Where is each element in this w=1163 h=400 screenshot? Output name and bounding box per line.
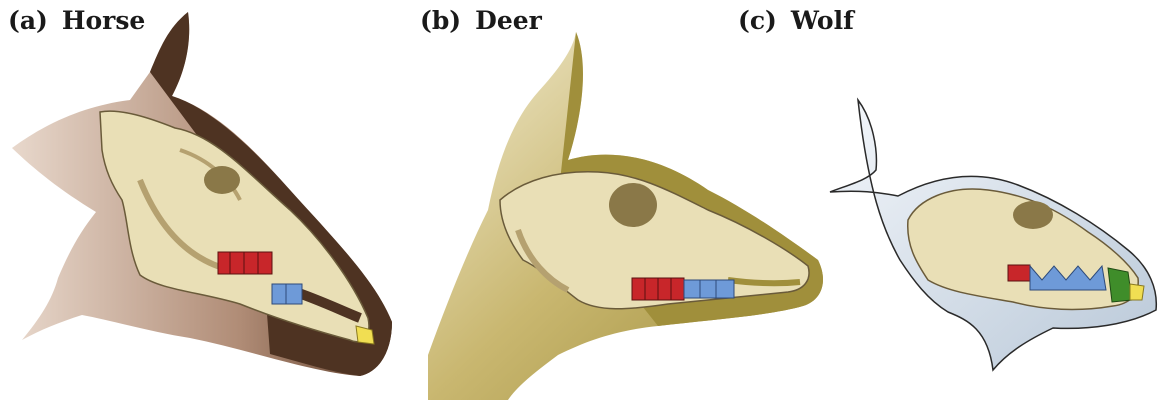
panel-wolf: (c)Wolf — [828, 0, 1163, 400]
deer-premolars — [684, 280, 734, 298]
panel-horse: (a)Horse — [0, 0, 400, 400]
wolf-canine — [1108, 268, 1132, 302]
panel-deer: (b)Deer — [408, 0, 828, 400]
deer-molars — [632, 278, 684, 300]
wolf-molars — [1008, 265, 1030, 281]
panel-letter: (c) — [738, 6, 777, 35]
horse-illustration — [0, 0, 400, 400]
horse-molars — [218, 252, 272, 274]
deer-illustration — [408, 0, 828, 400]
wolf-incisors — [1130, 284, 1144, 300]
wolf-illustration — [828, 0, 1163, 400]
horse-premolars — [272, 284, 302, 304]
